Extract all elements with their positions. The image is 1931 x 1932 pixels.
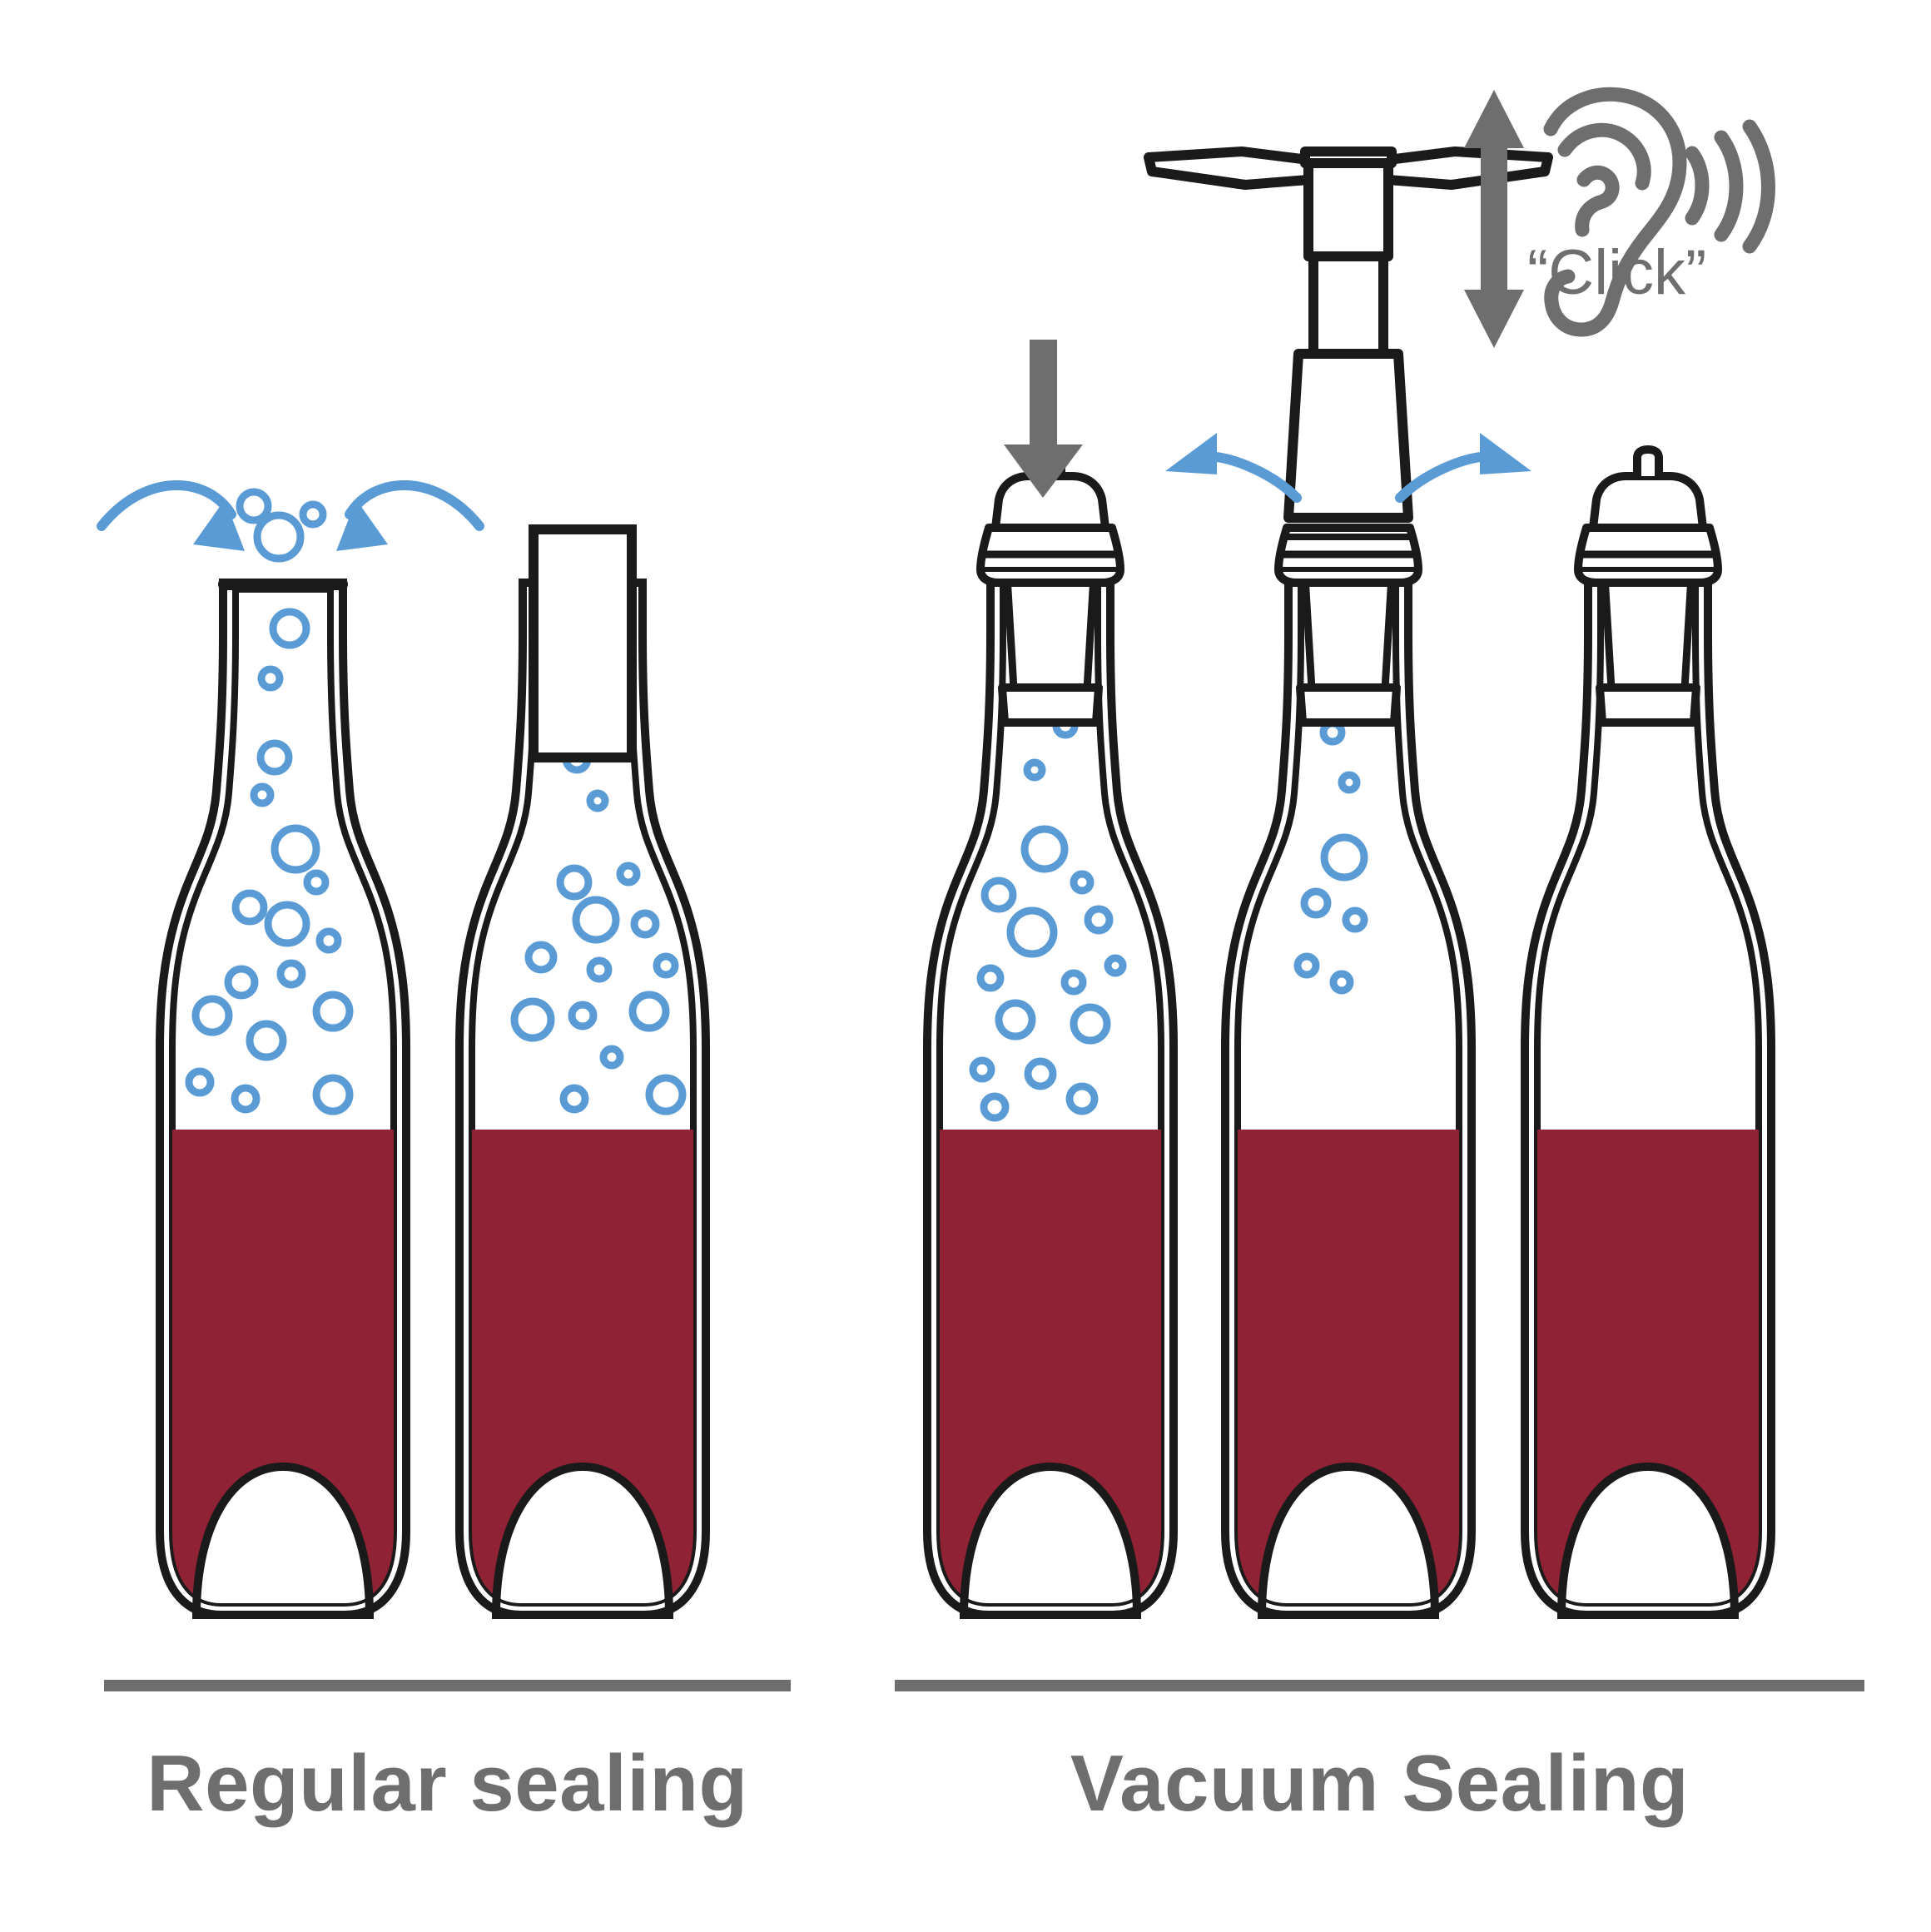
pump-ribbed-collar	[1286, 513, 1411, 540]
push-down-arrow	[1004, 340, 1083, 498]
click-label: “Click”	[1527, 237, 1707, 308]
section-divider-left	[104, 1680, 791, 1691]
air-out-arrow-left	[1165, 433, 1302, 503]
bottle-5-wine	[1537, 1130, 1759, 1603]
bottle-4-wine	[1238, 1130, 1459, 1603]
bottle-2-wine	[472, 1130, 693, 1603]
bottle-1-open	[97, 479, 484, 1646]
caption-regular-sealing: Regular sealing	[146, 1739, 748, 1828]
bottle-1-escaping-bubbles	[236, 488, 327, 563]
pump-stroke-arrow	[1464, 90, 1524, 348]
section-divider-right	[895, 1680, 1864, 1691]
sound-wave-icon	[1685, 119, 1775, 254]
cork-stopper	[529, 524, 637, 762]
ear-icon	[1543, 87, 1687, 337]
bottle-5-sealed	[1515, 449, 1781, 1646]
bottle-3-stopper-inserted	[917, 340, 1184, 1646]
air-in-arrows-right	[336, 479, 484, 551]
bottle-1-wine	[172, 1130, 394, 1603]
air-out-arrow-right	[1395, 433, 1531, 503]
bottle-1-bubbles	[185, 608, 354, 1115]
bottle-3-wine	[940, 1130, 1161, 1603]
caption-vacuum-sealing: Vacuum Sealing	[1070, 1739, 1690, 1828]
bottle-2-corked	[449, 524, 716, 1646]
air-in-arrows-left	[97, 479, 245, 551]
bottle-4-pumping	[1144, 147, 1553, 1646]
vacuum-pump	[1144, 147, 1553, 523]
stopper-under-pump	[1274, 524, 1422, 727]
